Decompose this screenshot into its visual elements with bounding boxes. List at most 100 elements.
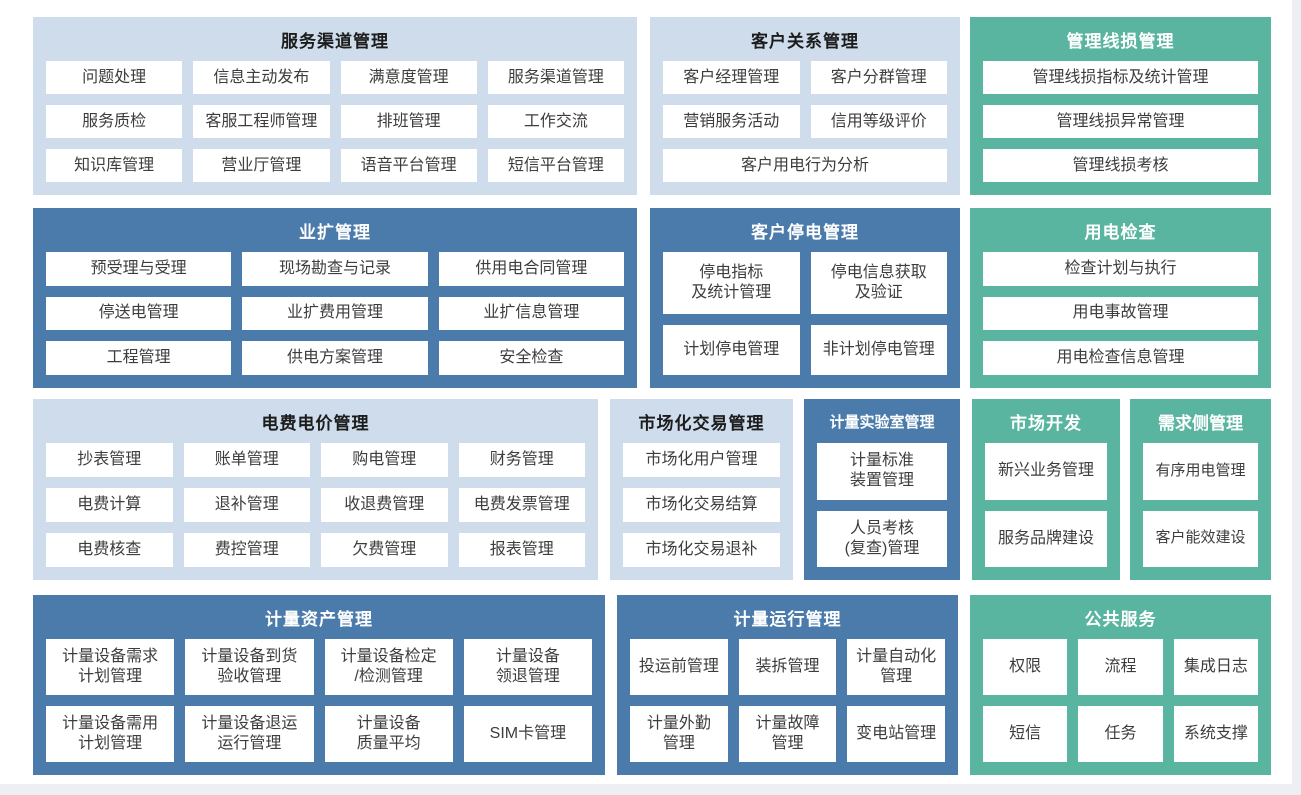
panel-tariff-billing-management: 电费电价管理 抄表管理 账单管理 购电管理 财务管理 电费计算 退补管理 收退费… — [33, 399, 598, 580]
module-item: 语音平台管理 — [340, 149, 477, 182]
module-item: 供电方案管理 — [242, 341, 428, 375]
module-item: 计量故障 管理 — [738, 706, 837, 762]
module-item: 装拆管理 — [738, 639, 837, 695]
module-item: 安全检查 — [438, 341, 624, 375]
module-item: 停电指标 及统计管理 — [663, 252, 800, 315]
panel-items: 检查计划与执行 用电事故管理 用电检查信息管理 — [970, 252, 1271, 388]
panel-items: 投运前管理 装拆管理 计量自动化 管理 计量外勤 管理 计量故障 管理 变电站管… — [617, 639, 958, 775]
module-item: 用电检查信息管理 — [983, 341, 1258, 375]
panel-public-services: 公共服务 权限 流程 集成日志 短信 任务 系统支撑 — [970, 595, 1271, 775]
module-item: 任务 — [1078, 706, 1163, 762]
module-item: 信息主动发布 — [193, 61, 330, 94]
module-item: 用电事故管理 — [983, 296, 1258, 331]
module-item: 投运前管理 — [630, 639, 728, 695]
page-edge-bottom — [0, 784, 1301, 795]
module-item: 业扩信息管理 — [438, 296, 624, 331]
module-item: 报表管理 — [458, 533, 585, 567]
module-item: 工程管理 — [46, 341, 232, 375]
module-item: 计量设备需求 计划管理 — [46, 639, 175, 695]
module-item: 账单管理 — [183, 443, 310, 477]
module-item: 市场化交易结算 — [623, 488, 780, 522]
module-item: 现场勘查与记录 — [242, 252, 428, 286]
panel-title: 业扩管理 — [299, 222, 371, 242]
module-item: 计量外勤 管理 — [630, 706, 728, 762]
panel-title: 客户停电管理 — [751, 222, 859, 242]
module-item: 市场化交易退补 — [623, 533, 780, 567]
module-item: 非计划停电管理 — [810, 325, 947, 375]
module-item: 计量设备 领退管理 — [463, 639, 592, 695]
panel-title: 计量实验室管理 — [829, 413, 935, 431]
module-item: 财务管理 — [458, 443, 585, 477]
panel-service-channel-management: 服务渠道管理 问题处理 信息主动发布 满意度管理 服务渠道管理 服务质检 客服工… — [33, 17, 637, 195]
module-item: 客户用电行为分析 — [663, 149, 947, 182]
panel-metering-operation-management: 计量运行管理 投运前管理 装拆管理 计量自动化 管理 计量外勤 管理 计量故障 … — [617, 595, 958, 775]
panel-items: 问题处理 信息主动发布 满意度管理 服务渠道管理 服务质检 客服工程师管理 排班… — [33, 61, 637, 195]
panel-metering-asset-management: 计量资产管理 计量设备需求 计划管理 计量设备到货 验收管理 计量设备检定 /检… — [33, 595, 605, 775]
panel-demand-side-management: 需求侧管理 有序用电管理 客户能效建设 — [1130, 399, 1271, 580]
panel-customer-relationship-management: 客户关系管理 客户经理管理 客户分群管理 营销服务活动 信用等级评价 客户用电行… — [650, 17, 960, 195]
module-item: 有序用电管理 — [1143, 443, 1258, 500]
module-item: 计量设备 质量平均 — [324, 706, 453, 762]
module-item: 新兴业务管理 — [985, 443, 1107, 500]
panel-title: 客户关系管理 — [751, 31, 859, 51]
module-item: 电费发票管理 — [458, 488, 585, 522]
module-item: 停电信息获取 及验证 — [810, 252, 947, 315]
module-item: 计量自动化 管理 — [847, 639, 945, 695]
panel-electricity-use-inspection: 用电检查 检查计划与执行 用电事故管理 用电检查信息管理 — [970, 208, 1271, 388]
panel-items: 权限 流程 集成日志 短信 任务 系统支撑 — [970, 639, 1271, 775]
module-item: 客户经理管理 — [663, 61, 800, 94]
module-item: 系统支撑 — [1173, 706, 1258, 762]
module-item: 服务质检 — [46, 105, 183, 138]
module-item: 计量设备到货 验收管理 — [185, 639, 314, 695]
module-item: 费控管理 — [183, 533, 310, 567]
panel-items: 抄表管理 账单管理 购电管理 财务管理 电费计算 退补管理 收退费管理 电费发票… — [33, 443, 598, 580]
module-item: 电费计算 — [46, 488, 173, 522]
module-item: 流程 — [1078, 639, 1163, 695]
module-item: 短信平台管理 — [487, 149, 624, 182]
panel-title: 服务渠道管理 — [281, 31, 389, 51]
module-item: 预受理与受理 — [46, 252, 232, 286]
module-item: 人员考核 (复查)管理 — [817, 510, 947, 567]
module-item: 抄表管理 — [46, 443, 173, 477]
panel-items: 计量标准 装置管理 人员考核 (复查)管理 — [804, 443, 960, 580]
module-item: 知识库管理 — [46, 149, 183, 182]
module-item: 计量设备需用 计划管理 — [46, 706, 175, 762]
module-item: 管理线损异常管理 — [983, 105, 1258, 138]
module-item: 市场化用户管理 — [623, 443, 780, 477]
module-item: 短信 — [983, 706, 1068, 762]
panel-items: 市场化用户管理 市场化交易结算 市场化交易退补 — [610, 443, 793, 580]
module-item: 权限 — [983, 639, 1068, 695]
module-item: 满意度管理 — [340, 61, 477, 94]
module-item: 收退费管理 — [321, 488, 448, 522]
module-item: 服务品牌建设 — [985, 510, 1107, 567]
module-item: 工作交流 — [487, 105, 624, 138]
panel-items: 计量设备需求 计划管理 计量设备到货 验收管理 计量设备检定 /检测管理 计量设… — [33, 639, 605, 775]
panel-items: 客户经理管理 客户分群管理 营销服务活动 信用等级评价 客户用电行为分析 — [650, 61, 960, 195]
panel-title: 电费电价管理 — [261, 413, 370, 433]
module-item: 客户分群管理 — [810, 61, 947, 94]
module-item: 电费核查 — [46, 533, 173, 567]
module-item: 客服工程师管理 — [193, 105, 330, 138]
module-item: 退补管理 — [183, 488, 310, 522]
panel-market-development: 市场开发 新兴业务管理 服务品牌建设 — [972, 399, 1120, 580]
module-item: 计划停电管理 — [663, 325, 800, 375]
module-item: 营销服务活动 — [663, 105, 800, 138]
panel-business-expansion-management: 业扩管理 预受理与受理 现场勘查与记录 供用电合同管理 停送电管理 业扩费用管理… — [33, 208, 637, 388]
module-item: 服务渠道管理 — [487, 61, 624, 94]
panel-metering-laboratory-management: 计量实验室管理 计量标准 装置管理 人员考核 (复查)管理 — [804, 399, 960, 580]
panel-market-trading-management: 市场化交易管理 市场化用户管理 市场化交易结算 市场化交易退补 — [610, 399, 793, 580]
panel-items: 新兴业务管理 服务品牌建设 — [972, 443, 1120, 580]
module-item: SIM卡管理 — [463, 706, 592, 762]
module-item: 供用电合同管理 — [438, 252, 624, 286]
module-item: 问题处理 — [46, 61, 183, 94]
page-edge-right — [1292, 0, 1301, 795]
panel-title: 用电检查 — [1084, 222, 1157, 242]
module-item: 计量标准 装置管理 — [817, 443, 947, 500]
panel-items: 有序用电管理 客户能效建设 — [1130, 443, 1271, 580]
panel-title: 计量资产管理 — [265, 609, 373, 629]
panel-customer-outage-management: 客户停电管理 停电指标 及统计管理 停电信息获取 及验证 计划停电管理 非计划停… — [650, 208, 960, 388]
module-item: 计量设备检定 /检测管理 — [324, 639, 453, 695]
module-item: 计量设备退运 运行管理 — [185, 706, 314, 762]
panel-items: 预受理与受理 现场勘查与记录 供用电合同管理 停送电管理 业扩费用管理 业扩信息… — [33, 252, 637, 388]
module-item: 管理线损考核 — [983, 149, 1258, 182]
